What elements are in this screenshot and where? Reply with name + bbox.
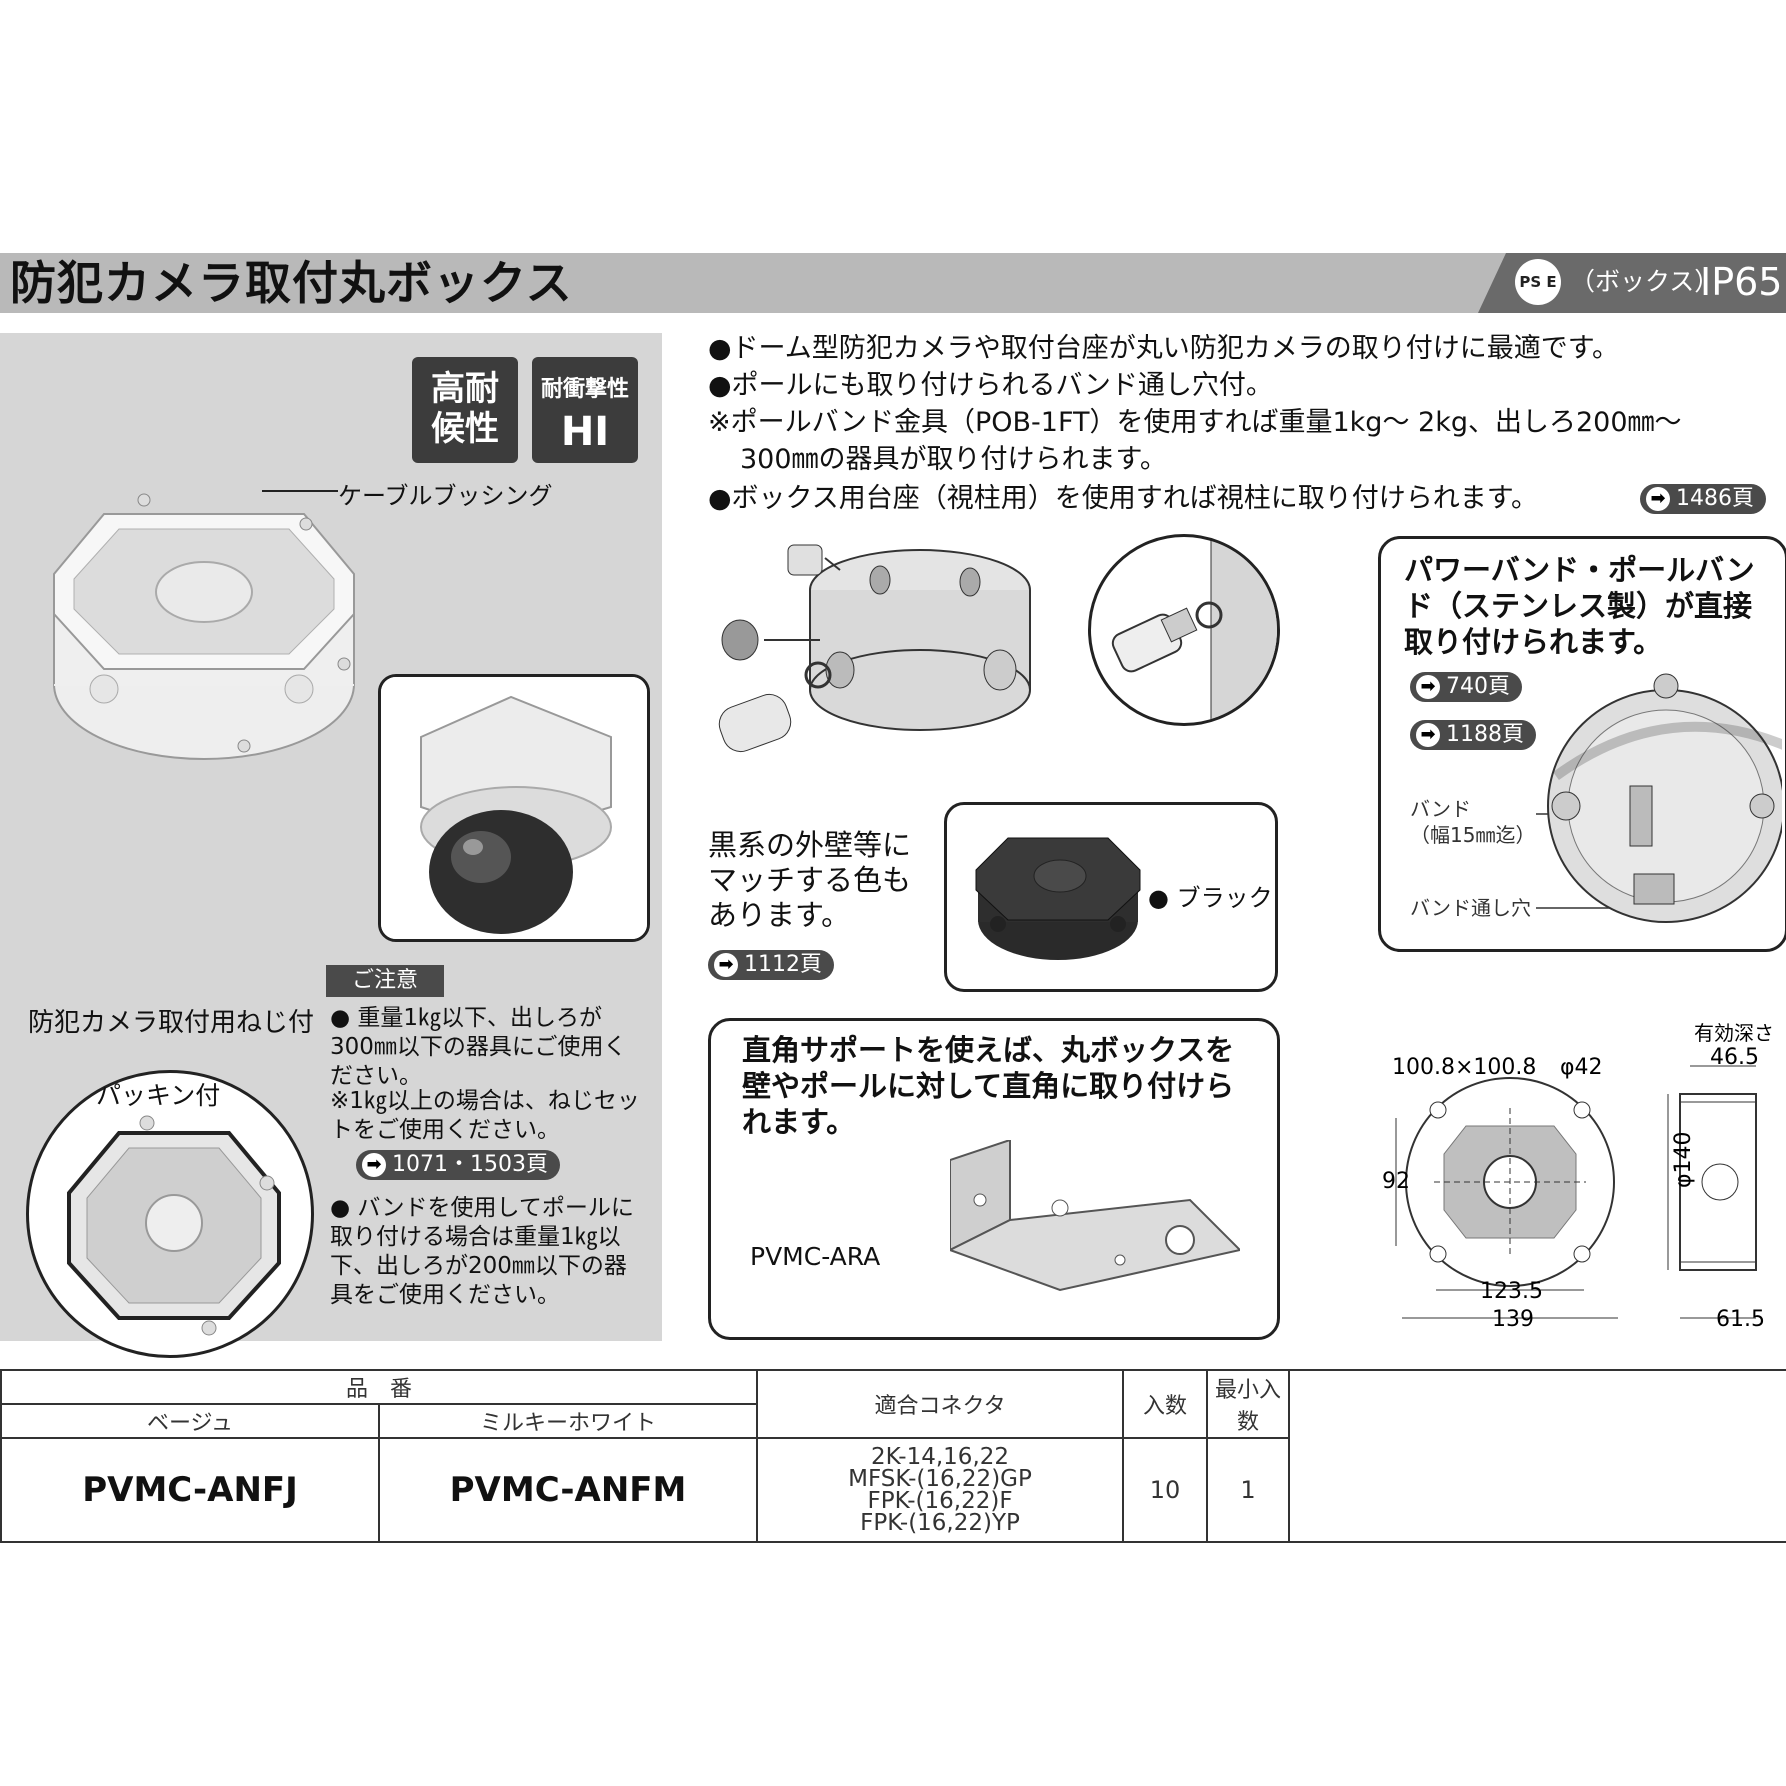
arrow-icon: ➡ [1646, 487, 1670, 511]
feature-pole-band-note: ※ポールバンド金具（POB-1FT）を使用すれば重量1kg～ 2kg、出しろ20… [708, 407, 1682, 438]
ref-text: 740頁 [1446, 674, 1510, 699]
band-info-text: パワーバンド・ポールバンド（ステンレス製）が直接取り付けられます。 [1404, 553, 1755, 659]
dim-inner-width: 123.5 [1480, 1279, 1543, 1304]
black-color-label: ● ブラック [1148, 884, 1273, 912]
gasket-label: パッキン付 [96, 1081, 221, 1110]
table-header-min-qty: 最小入数 [1206, 1369, 1291, 1439]
ref-text: 1486頁 [1676, 486, 1754, 511]
ip-rating: IP65 [1700, 260, 1783, 304]
feature-pole-band-note-cont: 300㎜の器具が取り付けられます。 [740, 444, 1167, 475]
dim-diameter: φ140 [1671, 1131, 1696, 1188]
camera-mounted-photo [378, 674, 650, 942]
page-ref-1112: ➡ 1112頁 [708, 950, 834, 980]
band-mounted-box-drawing [1536, 673, 1782, 923]
caution-screw-set: ※1㎏以上の場合は、ねじセットをご使用ください。 [330, 1088, 640, 1143]
caution-band: ● バンドを使用してポールに取り付ける場合は重量1㎏以下、出しろが200㎜以下の… [330, 1195, 634, 1308]
page-ref-1188: ➡ 1188頁 [1410, 720, 1536, 750]
band-label-line: （幅15㎜迄） [1410, 823, 1536, 847]
black-box-image [975, 837, 1141, 960]
white-round-box-photo [53, 493, 355, 760]
band-hole-label: バンド通し穴 [1410, 896, 1531, 920]
connector-item: 2K-14,16,22 [871, 1444, 1010, 1470]
support-info-text: 直角サポートを使えば、丸ボックスを壁やポールに対して直角に取り付けられます。 [742, 1033, 1235, 1139]
dimension-drawing: 100.8×100.8 φ42 92 123.5 139 有効深さ 46.5 φ… [1382, 1021, 1774, 1332]
weather-resistance-badge: 高耐 候性 [412, 357, 518, 463]
arrow-icon: ➡ [714, 953, 738, 977]
connector-drawing [1111, 537, 1277, 723]
page-title: 防犯カメラ取付丸ボックス [10, 256, 573, 310]
dim-depth-label: 有効深さ [1694, 1021, 1774, 1045]
model-white: PVMC-ANFM [377, 1437, 759, 1543]
caution-weight: ● 重量1㎏以下、出しろが300㎜以下の器具にご使用ください。 [330, 1005, 627, 1089]
arrow-icon: ➡ [362, 1153, 386, 1177]
box-note: （ボックス） [1570, 267, 1720, 296]
ref-text: 1188頁 [1446, 722, 1524, 747]
arrow-icon: ➡ [1416, 723, 1440, 747]
impact-resistance-badge: 耐衝撃性 HI [532, 357, 638, 463]
table-header-beige: ベージュ [0, 1403, 380, 1439]
model-beige: PVMC-ANFJ [0, 1437, 380, 1543]
connector-item: FPK-(16,22)YP [860, 1510, 1020, 1536]
cable-bushing-label: ケーブルブッシング [338, 482, 553, 510]
gasket-image [67, 1115, 281, 1336]
feature-band-hole: ●ポールにも取り付けられるバンド通し穴付。 [708, 370, 1273, 401]
ref-text: 1112頁 [744, 952, 822, 977]
dim-depth: 46.5 [1710, 1045, 1759, 1070]
exploded-view-drawing [718, 544, 1031, 753]
connector-item: MFSK-(16,22)GP [848, 1466, 1032, 1492]
caution-tag: ご注意 [326, 965, 444, 997]
qty-value: 10 [1122, 1437, 1209, 1543]
connector-detail [1088, 534, 1280, 726]
band-label-line: バンド [1410, 797, 1471, 821]
black-variant-text: 黒系の外壁等にマッチする色もあります。 [708, 828, 912, 932]
page-ref-1486: ➡ 1486頁 [1640, 484, 1766, 514]
page-ref-740: ➡ 740頁 [1410, 672, 1522, 702]
ref-text: 1071・1503頁 [392, 1152, 548, 1177]
dome-camera-image [381, 677, 647, 939]
pse-mark-icon: PS E [1515, 259, 1561, 305]
dim-outer-width: 139 [1492, 1307, 1534, 1332]
connector-item: FPK-(16,22)F [867, 1488, 1013, 1514]
badge-line: 候性 [431, 409, 499, 449]
table-header-connector: 適合コネクタ [756, 1369, 1125, 1439]
table-header-part: 品 番 [0, 1369, 759, 1405]
table-empty-cell [1288, 1369, 1786, 1543]
badge-line: 耐衝撃性 [540, 377, 629, 402]
gasket-photo [26, 1070, 314, 1358]
feature-pedestal: ●ボックス用台座（視柱用）を使用すれば視柱に取り付けられます。 [708, 483, 1539, 514]
dim-square: 100.8×100.8 [1392, 1055, 1536, 1080]
table-header-qty: 入数 [1122, 1369, 1209, 1439]
dim-height: 92 [1382, 1169, 1410, 1194]
right-angle-support-drawing [950, 1140, 1240, 1292]
band-width-label: バンド （幅15㎜迄） [1410, 796, 1535, 848]
arrow-icon: ➡ [1416, 675, 1440, 699]
badge-line: HI [560, 409, 610, 455]
min-qty-value: 1 [1206, 1437, 1291, 1543]
dim-side-depth: 61.5 [1716, 1307, 1765, 1332]
connector-list: 2K-14,16,22 MFSK-(16,22)GP FPK-(16,22)F … [756, 1437, 1125, 1543]
spec-table: 品 番 適合コネクタ 入数 最小入数 ベージュ ミルキーホワイト PVMC-AN… [0, 1369, 1786, 1543]
screw-included-label: 防犯カメラ取付用ねじ付 [28, 1008, 315, 1038]
table-header-white: ミルキーホワイト [377, 1403, 759, 1439]
feature-dome-camera: ●ドーム型防犯カメラや取付台座が丸い防犯カメラの取り付けに最適です。 [708, 333, 1620, 364]
leader-line [262, 490, 338, 492]
dim-hole: φ42 [1560, 1055, 1603, 1080]
badge-line: 高耐 [431, 369, 499, 409]
support-model-label: PVMC-ARA [750, 1242, 881, 1271]
page-ref-1071: ➡ 1071・1503頁 [356, 1150, 560, 1180]
